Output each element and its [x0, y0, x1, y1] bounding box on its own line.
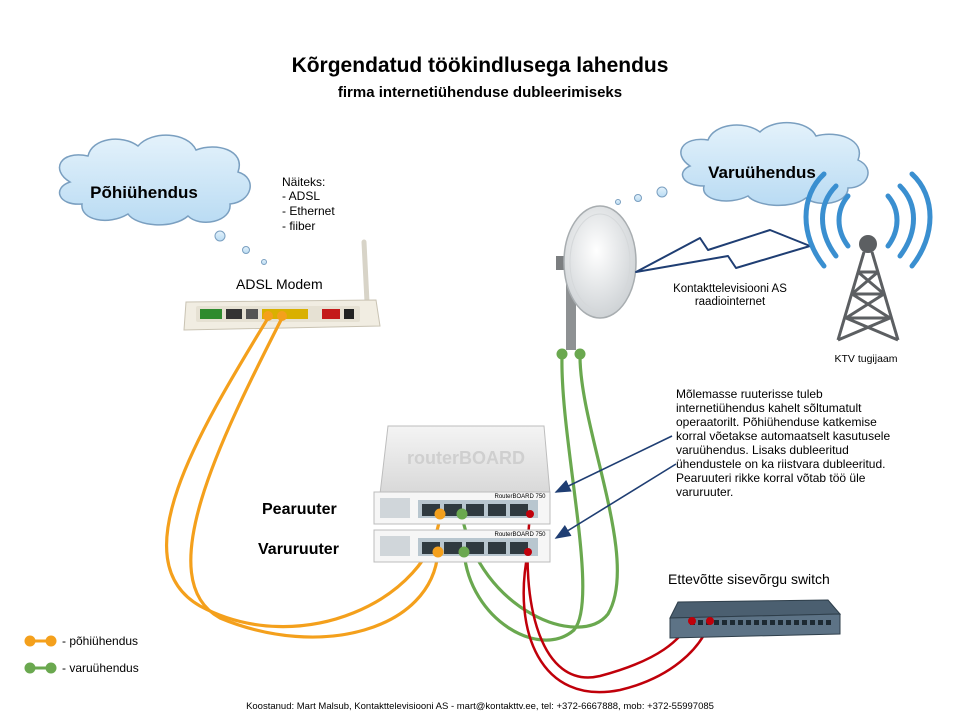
examples-item-fiber: - fiiber [282, 219, 315, 233]
examples-item-adsl: - ADSL [282, 189, 320, 203]
radio-label-line-1: Kontakttelevisiooni AS [673, 283, 787, 295]
modem-label: ADSL Modem [236, 276, 323, 292]
modem-port-1 [226, 309, 242, 319]
examples-item-ethernet: - Ethernet [282, 204, 335, 218]
description-line-2: internetiühendus kahelt sõltumatult [676, 401, 862, 415]
main-router-label: Pearuuter [262, 501, 337, 518]
backup-cable-to-main-router [460, 355, 619, 629]
arrow-to-main-router [554, 435, 673, 493]
modem-port-2 [246, 309, 258, 319]
main-router-model: RouterBOARD 750 [494, 494, 546, 500]
primary-cable-to-backup-router [189, 317, 440, 639]
backup-connection-endpoints [556, 348, 586, 360]
router-brand: routerBOARD [407, 448, 525, 468]
page-title: Kõrgendatud töökindlusega lahendus [292, 54, 669, 77]
primary-cable-to-main-router [164, 317, 442, 629]
legend-backup-symbol [24, 662, 57, 674]
examples-text: Näiteks: - ADSL - Ethernet - fiiber [282, 175, 335, 233]
tower-label: KTV tugijaam [834, 353, 897, 365]
backup-router-model: RouterBOARD 750 [494, 532, 546, 538]
lan-cable-backup-router [522, 551, 712, 694]
footer-credits: Koostanud: Mart Malsub, Kontakttelevisio… [246, 701, 714, 712]
primary-cloud-bubbles [214, 230, 267, 265]
description-line-7: Pearuuteri rikke korral võtab töö üle [676, 471, 866, 485]
arrow-to-backup-router [554, 463, 677, 539]
modem-port-phone [200, 309, 222, 319]
backup-connection-cloud: Varuühendus [680, 121, 869, 207]
backup-cable-to-backup-router [462, 355, 585, 642]
description-line-8: varuruuter. [676, 485, 733, 499]
radio-antenna [556, 205, 637, 350]
backup-cloud-bubbles [615, 186, 668, 205]
radio-tower-icon [803, 171, 933, 342]
primary-connection-endpoints [263, 311, 287, 321]
description-text: Mõlemasse ruuterisse tuleb internetiühen… [676, 387, 890, 499]
radio-label-line-2: raadiointernet [695, 296, 766, 308]
legend-primary-label: - põhiühendus [62, 634, 138, 648]
description-line-1: Mõlemasse ruuterisse tuleb [676, 387, 823, 401]
router-stack: routerBOARD [379, 425, 551, 495]
modem-port-red [322, 309, 340, 319]
examples-heading: Näiteks: [282, 175, 325, 189]
legend: - põhiühendus - varuühendus [24, 634, 139, 675]
primary-cloud-label: Põhiühendus [90, 183, 198, 202]
legend-backup-label: - varuühendus [62, 661, 139, 675]
backup-router: RouterBOARD 750 [373, 529, 551, 563]
backup-cloud-label: Varuühendus [708, 163, 816, 182]
main-router: RouterBOARD 750 [373, 491, 551, 525]
backup-connection-cables [460, 355, 619, 642]
primary-connection-cloud: Põhiühendus [58, 134, 251, 226]
primary-connection-cables [164, 317, 442, 639]
lan-cable-main-router [526, 515, 694, 679]
network-switch [669, 599, 842, 639]
description-line-4: korral võetakse automaatselt kasutusele [676, 429, 890, 443]
lan-cables [522, 515, 712, 694]
legend-primary-symbol [24, 635, 57, 647]
page-subtitle: firma internetiühenduse dubleerimiseks [338, 84, 622, 101]
description-line-6: ühendustele on ka riistvara dubleeritud. [676, 457, 885, 471]
backup-router-label: Varuruuter [258, 541, 339, 558]
description-line-5: varuühendus. Lisaks dubleeritud [676, 443, 849, 457]
wireless-link-icon [635, 229, 811, 273]
switch-label: Ettevõtte sisevõrgu switch [668, 571, 830, 587]
description-line-3: operaatorilt. Põhiühenduse katkemise [676, 415, 877, 429]
modem-port-power [344, 309, 354, 319]
